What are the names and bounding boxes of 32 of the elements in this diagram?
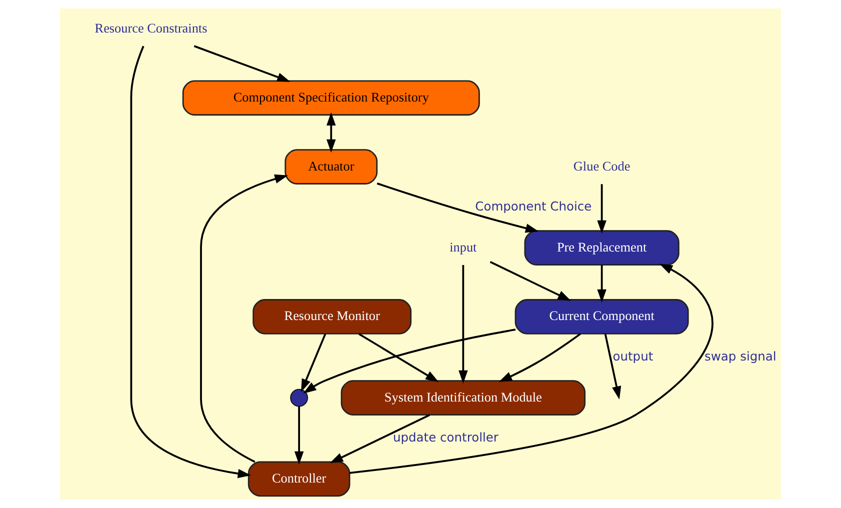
arrow <box>349 264 714 474</box>
arrow <box>130 46 252 478</box>
arrow <box>458 264 468 384</box>
edge-label: update controller <box>392 430 498 445</box>
node-box: Pre Replacement <box>524 230 680 266</box>
node-box: Actuator <box>284 149 378 184</box>
edge-label: output <box>612 349 654 364</box>
arrow <box>301 334 326 392</box>
node-box: Component Specification Repository <box>182 80 480 116</box>
arrow <box>604 334 622 400</box>
arrow <box>294 406 304 465</box>
node-box: Resource Monitor <box>252 299 412 334</box>
arrow <box>597 265 606 303</box>
edge-label: swap signal <box>704 349 776 364</box>
arrow <box>200 174 288 463</box>
arrow <box>597 184 606 234</box>
arrow <box>303 328 516 394</box>
node-text: Resource Constraints <box>94 20 208 36</box>
node-circle <box>290 388 308 407</box>
arrow <box>330 414 430 464</box>
node-text: Glue Code <box>573 158 630 174</box>
arrow <box>358 333 439 382</box>
arrow <box>490 261 572 301</box>
arrow <box>498 333 581 382</box>
arrow <box>376 182 539 233</box>
arrow <box>326 112 336 153</box>
node-box: Current Component <box>514 299 689 334</box>
edge-label: Component Choice <box>475 200 592 214</box>
node-text: input <box>450 239 477 254</box>
node-box: System Identification Module <box>340 380 586 416</box>
arrow <box>194 45 290 82</box>
node-box: Controller <box>248 461 350 497</box>
